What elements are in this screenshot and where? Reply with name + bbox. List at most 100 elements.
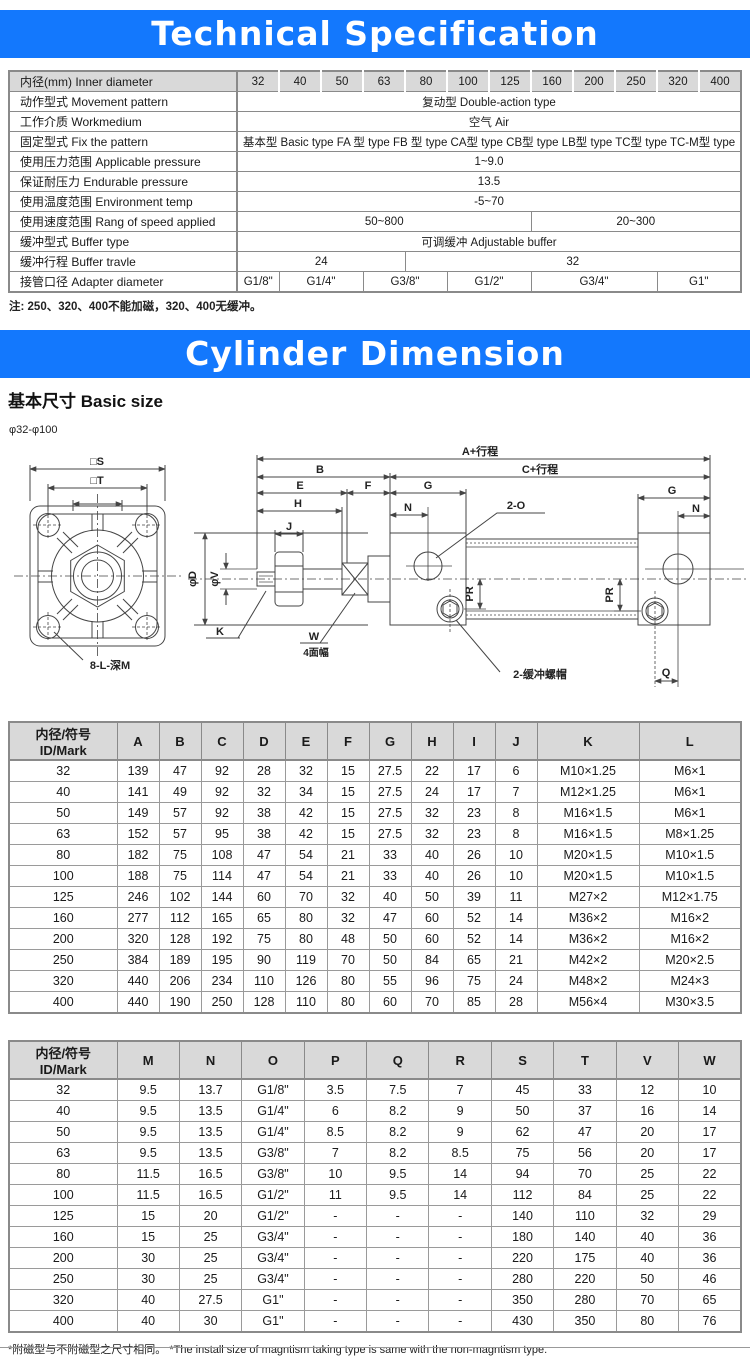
table-cell: 50	[615, 1268, 680, 1290]
dim-label-square-t: □T	[90, 475, 104, 487]
table-cell: 320	[116, 928, 160, 950]
dim-label-h: H	[294, 498, 302, 510]
table-cell: -	[366, 1289, 430, 1311]
table-cell: 25	[178, 1226, 243, 1248]
spec-row-label: 内径(mm) Inner diameter	[9, 70, 238, 92]
table-cell: 9	[428, 1100, 492, 1122]
table-cell: -	[303, 1289, 368, 1311]
table-cell: 80	[284, 907, 328, 929]
table-cell: 277	[116, 907, 160, 929]
table-cell: 110	[284, 991, 328, 1014]
table-cell: 11.5	[116, 1184, 180, 1206]
table-cell: 26	[452, 865, 496, 887]
spec-row-label: 保证耐压力 Endurable pressure	[9, 171, 238, 192]
table-cell: M6×1	[638, 802, 742, 824]
spec-value-cell: G1/4"	[278, 271, 363, 292]
footer-note: *附磁型与不附磁型之尺寸相同。 *The install size of mag…	[8, 1344, 548, 1356]
table-cell: 188	[116, 865, 160, 887]
table-cell: 7	[428, 1078, 492, 1101]
table-cell: 96	[410, 970, 454, 992]
table-cell: 152	[116, 823, 160, 845]
table-cell: 27.5	[368, 802, 412, 824]
banner-title: Cylinder Dimension	[185, 334, 565, 373]
table-cell: 280	[553, 1289, 617, 1311]
table-cell: 15	[326, 802, 370, 824]
side-view	[188, 455, 746, 687]
table-cell: 9	[428, 1121, 492, 1143]
wrench-flats-note: 4面幅	[303, 646, 329, 659]
dim-label-k: K	[216, 626, 224, 638]
table-cell: M16×1.5	[536, 823, 640, 845]
dim-label-a-stroke: A+行程	[462, 444, 498, 458]
table-cell: 14	[428, 1163, 492, 1185]
table-cell: -	[303, 1268, 368, 1290]
table-cell: 17	[678, 1121, 742, 1143]
table-cell: 75	[158, 844, 202, 866]
dim-label-square-s: □S	[90, 456, 104, 468]
table-cell: 440	[116, 991, 160, 1014]
table-cell: 40	[116, 1289, 180, 1311]
table-cell: M20×1.5	[536, 844, 640, 866]
table-cell: 8.5	[303, 1121, 368, 1143]
table-cell: 30	[116, 1247, 180, 1269]
table-cell: 50	[8, 802, 118, 824]
table-cell: M36×2	[536, 907, 640, 929]
table-cell: 27.5	[178, 1289, 243, 1311]
table-cell: 13.5	[178, 1100, 243, 1122]
table-cell: 40	[410, 844, 454, 866]
table-cell: 16	[615, 1100, 680, 1122]
spec-row-label: 使用温度范围 Environment temp	[9, 191, 238, 212]
table-cell: 62	[490, 1121, 555, 1143]
table-cell: 25	[178, 1247, 243, 1269]
table-cell: 32	[410, 802, 454, 824]
table-cell: 55	[368, 970, 412, 992]
table-cell: 24	[494, 970, 538, 992]
table-cell: 20	[615, 1121, 680, 1143]
dim-label-q: Q	[662, 667, 671, 679]
spec-value-cell: 63	[362, 70, 405, 92]
spec-value-cell: G1/8"	[237, 271, 279, 292]
bore-range-label: φ32-φ100	[9, 424, 58, 436]
table-cell: 400	[8, 1310, 118, 1333]
banner-cylinder-dimension: Cylinder Dimension	[0, 330, 750, 378]
spec-value-cell: 160	[530, 70, 573, 92]
table-cell: 220	[553, 1268, 617, 1290]
table-cell: 144	[200, 886, 244, 908]
table-cell: 350	[490, 1289, 555, 1311]
table-cell: G1/4"	[241, 1100, 305, 1122]
table-cell: 54	[284, 865, 328, 887]
table-cell: 50	[410, 886, 454, 908]
table-cell: 32	[615, 1205, 680, 1227]
table-cell: 16.5	[178, 1184, 243, 1206]
table-cell: M30×3.5	[638, 991, 742, 1014]
table-cell: -	[303, 1226, 368, 1248]
spec-row-label: 工作介质 Workmedium	[9, 111, 238, 132]
table-cell: 246	[116, 886, 160, 908]
table-cell: 39	[452, 886, 496, 908]
column-header: R	[428, 1040, 492, 1080]
table-cell: G3/4"	[241, 1226, 305, 1248]
table-cell: 60	[410, 907, 454, 929]
table-cell: 70	[410, 991, 454, 1014]
table-cell: 250	[200, 991, 244, 1014]
column-header: O	[241, 1040, 305, 1080]
table-cell: 40	[615, 1247, 680, 1269]
table-cell: -	[366, 1310, 430, 1333]
table-cell: 8.5	[428, 1142, 492, 1164]
table-cell: 23	[452, 823, 496, 845]
table-cell: 75	[490, 1142, 555, 1164]
table-cell: 80	[8, 1163, 118, 1185]
table-cell: M8×1.25	[638, 823, 742, 845]
table-cell: 40	[615, 1226, 680, 1248]
table-cell: 14	[428, 1184, 492, 1206]
